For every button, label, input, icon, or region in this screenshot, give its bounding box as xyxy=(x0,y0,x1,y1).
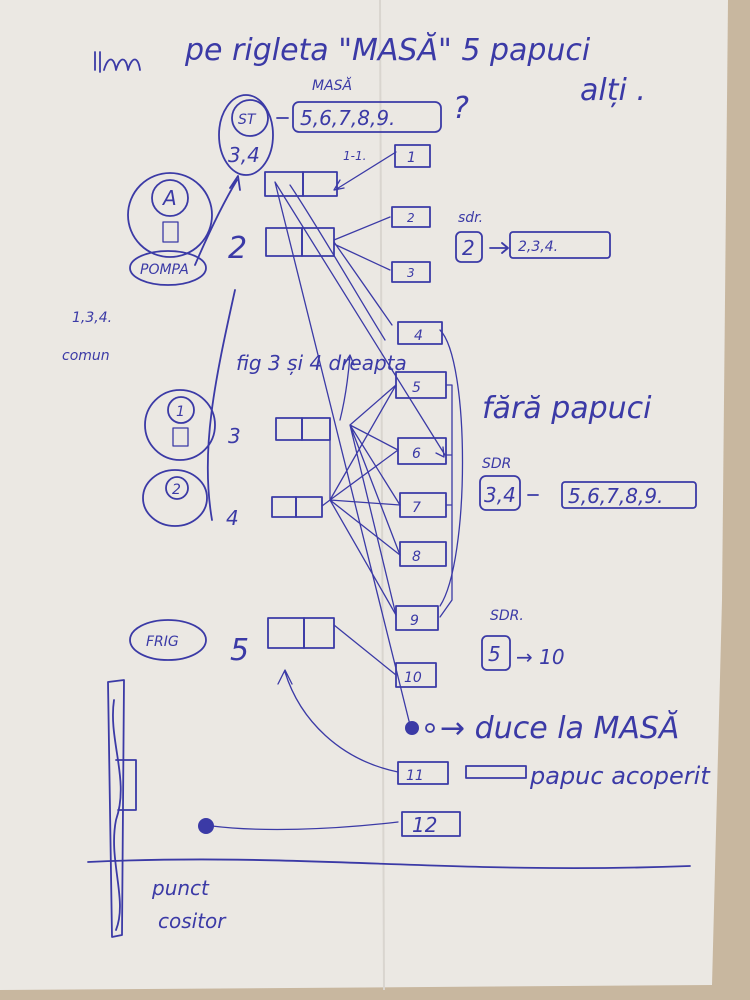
link-label: 1-1. xyxy=(343,149,366,163)
terminal-4: 4 xyxy=(414,328,423,344)
fara-papuci-label: fără papuci xyxy=(482,391,652,426)
group-a-circle xyxy=(127,172,213,258)
connector-row-5 xyxy=(267,617,335,649)
heading-line-2: alți . xyxy=(580,73,646,108)
terminal-10: 10 xyxy=(404,670,422,686)
group-1-circle xyxy=(144,389,216,461)
duce-la-masa-label: → duce la MASĂ xyxy=(440,710,679,746)
sdr-circle-3: 5 xyxy=(488,642,501,666)
frig-label: FRIG xyxy=(146,634,179,650)
paper-sheet xyxy=(0,0,728,990)
terminal-9: 9 xyxy=(410,613,419,629)
solder-point-dot xyxy=(198,818,214,834)
heading-line-1: pe rigleta "MASĂ" 5 papuci xyxy=(184,32,591,68)
terminal-7: 7 xyxy=(412,500,421,516)
st-group-ellipse xyxy=(218,94,274,176)
connector-row-4 xyxy=(271,496,323,518)
punct-label: punct xyxy=(151,876,210,900)
wire-bundle xyxy=(194,175,241,521)
st-sub-label: 3,4 xyxy=(228,143,260,167)
row-number-3: 3 xyxy=(228,424,241,448)
fig-label: fig 3 și 4 dreapta xyxy=(236,351,407,375)
terminal-2: 2 xyxy=(407,211,415,225)
a-connector-box xyxy=(162,221,179,243)
terminal-1: 1 xyxy=(407,150,416,166)
covered-lug-sketch xyxy=(465,765,527,779)
two-label: 2 xyxy=(172,482,181,498)
sdr-list-2-box xyxy=(561,481,697,509)
sdr-list-1: 2,3,4. xyxy=(518,239,558,255)
sdr-label-1: sdr. xyxy=(458,210,483,226)
terminal-3: 3 xyxy=(407,266,415,280)
terminal-11: 11 xyxy=(406,768,424,784)
scribbled-terminal-11 xyxy=(405,721,419,735)
row-number-5: 5 xyxy=(230,633,249,668)
paper-fold xyxy=(379,0,385,991)
sdr-circle-1-box xyxy=(455,231,483,263)
terminal-12: 12 xyxy=(412,813,437,837)
wires xyxy=(211,151,464,831)
terminal-8: 8 xyxy=(412,549,421,565)
pompa-ellipse xyxy=(129,250,207,286)
common-ids: 1,3,4. xyxy=(72,310,112,326)
pompa-label: POMPA xyxy=(140,262,189,278)
papuc-acoperit-label: papuc acoperit xyxy=(529,762,711,790)
terminal-6: 6 xyxy=(412,446,421,462)
cositor-label: cositor xyxy=(158,909,227,933)
sdr-target-3: → 10 xyxy=(516,645,565,669)
sdr-circle-2-box xyxy=(479,475,521,511)
masa-list: 5,6,7,8,9. xyxy=(300,106,395,130)
row-number-2: 2 xyxy=(228,231,247,266)
one-label: 1 xyxy=(176,404,185,420)
scribble-mark xyxy=(94,51,141,73)
sdr-label-3: SDR. xyxy=(490,608,524,624)
small-circle-marker xyxy=(425,723,435,733)
terminal-5: 5 xyxy=(412,380,421,396)
a-label: A xyxy=(161,186,177,210)
a-circle xyxy=(151,179,189,217)
sdr-list-2: 5,6,7,8,9. xyxy=(568,484,663,508)
common-label: comun xyxy=(62,348,110,364)
sdr-label-2: SDR xyxy=(482,456,511,472)
masa-label: MASĂ xyxy=(312,77,352,94)
two-circle xyxy=(165,476,189,500)
masa-list-box xyxy=(292,101,442,133)
ground-line xyxy=(87,858,691,870)
question-mark: ? xyxy=(453,91,469,126)
st-circle xyxy=(231,99,269,137)
arrow-icon xyxy=(489,242,509,254)
st-label: ST xyxy=(238,112,257,128)
sdr-circle-1: 2 xyxy=(462,236,475,260)
row-number-4: 4 xyxy=(226,506,239,530)
sdr-circle-3-box xyxy=(481,635,511,671)
one-connector-box xyxy=(172,427,189,447)
sdr-circle-2: 3,4 xyxy=(484,483,516,507)
component-sketch xyxy=(107,679,137,938)
sdr-list-1-box xyxy=(509,231,611,259)
frig-ellipse xyxy=(129,619,207,661)
group-2-ellipse xyxy=(142,469,208,527)
one-circle xyxy=(167,396,195,424)
